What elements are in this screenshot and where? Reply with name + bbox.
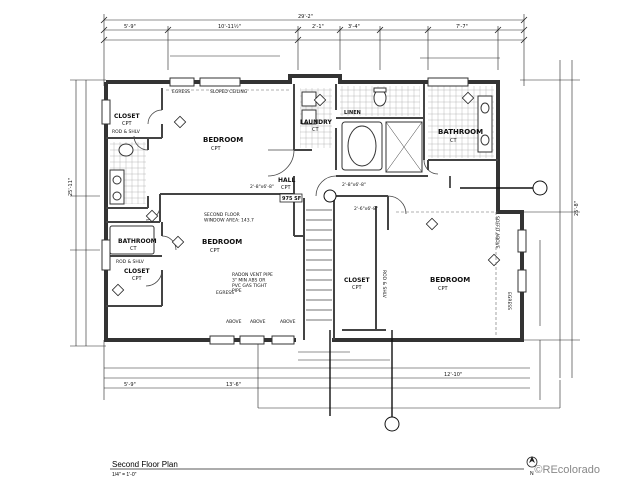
dim-top-mid: 10'-11½" — [218, 23, 241, 30]
dim-top-left: 5'-9" — [124, 24, 136, 30]
room-floor-bedroom-mid-left: CPT — [210, 248, 221, 254]
door-swings — [133, 109, 439, 287]
dim-bottom-right: 12'-10" — [444, 372, 462, 378]
north-arrow-icon: N — [526, 456, 538, 477]
note-area: 975 SF — [282, 196, 301, 202]
note-egress-top: EGRESS — [172, 89, 190, 95]
room-label-bedroom-mid-left: BEDROOM — [202, 238, 242, 246]
watermark: ©REcolorado — [534, 464, 600, 476]
dim-top-b: 3'-4" — [348, 24, 360, 30]
windows — [101, 77, 527, 345]
dim-bottom-overall: 13'-6" — [226, 382, 241, 388]
north-label: N — [530, 471, 534, 477]
dimension-text: 29'-2" 5'-9" 10'-11½" 2'-1" 3'-4" 7'-7" … — [68, 14, 580, 388]
room-label-hall: HALL — [278, 177, 295, 184]
room-label-bedroom-right: BEDROOM — [430, 276, 470, 284]
note-rod-shlv-bottom: ROD & SHLV — [116, 259, 145, 265]
note-rod-shlv-top: ROD & SHLV — [112, 129, 141, 135]
note-rod-shlv-center: ROD & SHLV — [381, 270, 387, 299]
note-above-2: ABOVE — [250, 319, 266, 325]
side-dimension-lines — [70, 60, 580, 378]
note-door-bed: 2'-8"x6'-8" — [342, 182, 366, 188]
section-tags — [323, 180, 548, 432]
room-label-closet-top: CLOSET — [114, 113, 141, 120]
stairs — [306, 209, 332, 321]
note-sloped-ceiling: SLOPED CEILING — [210, 89, 248, 95]
note-egress-right: EGRESS — [506, 292, 512, 310]
fixtures — [109, 87, 493, 255]
dim-right-overall: 25'-8" — [574, 201, 580, 216]
room-label-laundry: LAUNDRY — [300, 119, 332, 126]
toilet-left — [118, 143, 134, 157]
top-dimension-ticks — [100, 16, 528, 44]
note-door-hall: 2'-8"x6'-8" — [250, 184, 274, 190]
top-dimension-lines — [103, 14, 525, 86]
room-floor-bedroom-right: CPT — [438, 286, 449, 292]
dim-top-c: 7'-7" — [456, 24, 468, 30]
room-label-bathroom-right: BATHROOM — [438, 128, 483, 136]
room-label-bathroom-left: BATHROOM — [118, 238, 157, 245]
ceiling-tags — [111, 91, 501, 297]
note-above-3: ABOVE — [280, 319, 296, 325]
room-floor-bathroom-right: CT — [450, 138, 457, 144]
title-block: Second Floor Plan 1/4" = 1'-0" — [110, 460, 524, 478]
room-floor-bedroom-top-left: CPT — [211, 146, 222, 152]
plan-title: Second Floor Plan — [112, 460, 178, 469]
sloped-ceiling-hatch — [166, 89, 498, 336]
dim-bottom-left: 5'-9" — [124, 382, 136, 388]
plan-scale: 1/4" = 1'-0" — [112, 472, 137, 478]
washer — [301, 91, 317, 107]
bottom-dimension-lines — [103, 338, 561, 409]
room-floor-closet-center: CPT — [352, 285, 363, 291]
section-markers — [329, 176, 540, 418]
dim-left-overall: 25'-11" — [68, 178, 74, 196]
room-label-linen: LINEN — [344, 110, 361, 116]
dim-top-a: 2'-1" — [312, 24, 324, 30]
room-floor-laundry: CT — [312, 127, 319, 133]
room-floor-closet-top: CPT — [122, 121, 133, 127]
note-soffit-above: SOFFIT ABOVE — [494, 216, 500, 249]
room-label-closet-bottom-left: CLOSET — [124, 268, 151, 275]
plan-notes: EGRESS SLOPED CEILING ROD & SHLV ROD & S… — [112, 89, 512, 325]
area-box — [279, 193, 303, 203]
room-label-closet-center: CLOSET — [344, 277, 371, 284]
note-door-closet: 2'-6"x6'-8" — [354, 206, 378, 212]
room-labels: BEDROOM CPT BEDROOM CPT BEDROOM CPT BATH… — [114, 110, 483, 292]
room-floor-hall: CPT — [281, 185, 292, 191]
note-egress-bottom: EGRESS — [216, 290, 234, 296]
room-floor-closet-bottom-left: CPT — [132, 276, 143, 282]
dim-overall-top: 29'-2" — [298, 14, 313, 20]
note-above-1: ABOVE — [226, 319, 242, 325]
room-floor-bathroom-left: CT — [130, 246, 137, 252]
dryer — [301, 109, 317, 125]
room-label-bedroom-top-left: BEDROOM — [203, 136, 243, 144]
